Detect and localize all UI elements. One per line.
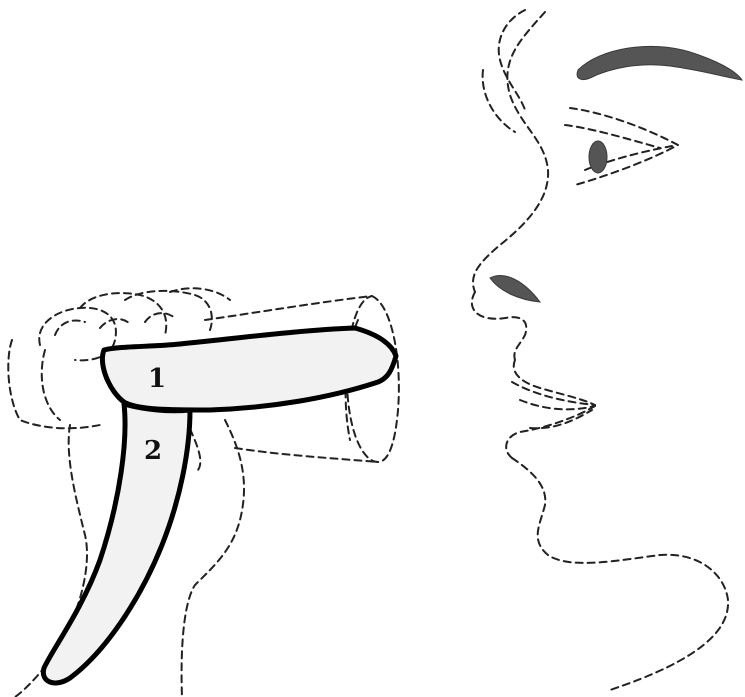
finger-3: [125, 291, 212, 330]
part-2: 2: [43, 404, 190, 683]
part-2-label: 2: [144, 436, 162, 466]
face-profile: [472, 10, 742, 690]
wrist-right: [182, 420, 244, 697]
part-1-shape: [102, 328, 396, 410]
face-cheek-curve: [483, 70, 515, 132]
part-2-shape: [43, 404, 190, 683]
face-forehead-outline: [473, 12, 548, 292]
nostril: [490, 275, 540, 302]
nose-outline: [472, 292, 526, 360]
lower-lip: [506, 406, 595, 458]
chin-outline: [512, 458, 728, 690]
eye-upper-lid: [565, 125, 660, 148]
part-1-label: 1: [148, 364, 166, 394]
face-temple-curve: [499, 10, 525, 110]
part-1: 1: [102, 328, 396, 410]
palm-lower: [42, 350, 60, 420]
eye-pupil: [589, 141, 607, 173]
eye-outline: [570, 108, 678, 185]
eyebrow: [577, 46, 742, 80]
upper-lip: [514, 360, 595, 405]
cylinder-bottom-edge: [235, 448, 378, 462]
